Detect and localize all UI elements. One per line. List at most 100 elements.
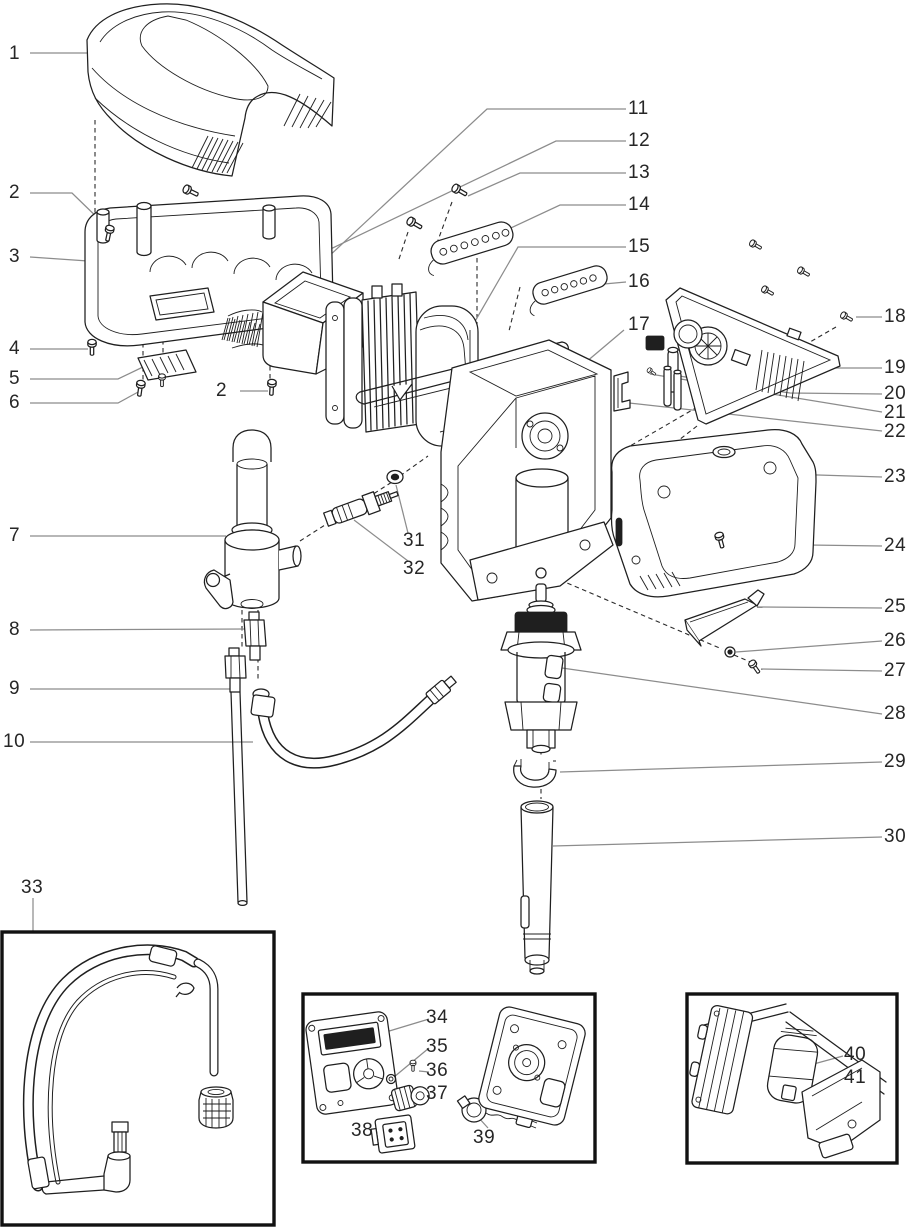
leader-28 xyxy=(561,667,883,715)
screw-loose-1 xyxy=(748,238,764,252)
cover-rail-part xyxy=(684,589,765,647)
callout-37: 37 xyxy=(426,1083,449,1104)
leader-6 xyxy=(30,390,141,404)
leader-22 xyxy=(628,402,883,432)
retaining-clip-part xyxy=(513,759,557,788)
leader-25 xyxy=(756,606,883,609)
leader-15 xyxy=(469,246,626,331)
callout-19: 19 xyxy=(884,357,906,378)
prime-valve-part xyxy=(203,429,302,610)
leader-36 xyxy=(418,1070,430,1073)
callout-27: 27 xyxy=(884,660,906,681)
callout-15: 15 xyxy=(628,236,651,257)
leader-30 xyxy=(552,836,883,847)
callout-2-duplicate: 2 xyxy=(216,380,228,401)
pump-block-part xyxy=(440,339,614,602)
callout-34: 34 xyxy=(426,1007,449,1028)
callout-36: 36 xyxy=(426,1060,449,1081)
callout-7: 7 xyxy=(9,525,21,546)
callout-14: 14 xyxy=(628,194,651,215)
callout-9: 9 xyxy=(9,678,21,699)
callout-21: 21 xyxy=(884,402,906,423)
callout-25: 25 xyxy=(884,596,906,617)
callout-20: 20 xyxy=(884,383,906,404)
leader-13 xyxy=(467,172,626,197)
callout-31: 31 xyxy=(403,530,426,551)
callout-8: 8 xyxy=(9,619,21,640)
callout-6: 6 xyxy=(9,392,21,413)
callout-13: 13 xyxy=(628,162,651,183)
leader-14 xyxy=(499,204,626,234)
leader-29 xyxy=(559,761,883,773)
callout-2: 2 xyxy=(9,182,21,203)
handle-grip-14 xyxy=(428,221,514,277)
leader-26 xyxy=(735,640,883,653)
leader-31 xyxy=(395,484,409,534)
inset-siphon-assembly xyxy=(0,930,276,1227)
leader-34 xyxy=(385,1018,430,1033)
screw-loose-2 xyxy=(796,265,812,279)
seal-part-31 xyxy=(386,469,404,485)
callout-32: 32 xyxy=(403,558,426,579)
screw-12 xyxy=(405,215,425,232)
leader-32 xyxy=(353,519,409,562)
callout-5: 5 xyxy=(9,368,21,389)
callout-40: 40 xyxy=(844,1044,867,1065)
leader-27 xyxy=(760,668,883,672)
motor-cover-part xyxy=(86,3,335,177)
callout-29: 29 xyxy=(884,751,906,772)
inset-pump-head-detail xyxy=(685,992,899,1165)
leader-12 xyxy=(244,140,626,291)
callout-30: 30 xyxy=(884,826,906,847)
screw-6 xyxy=(134,379,147,398)
callout-23: 23 xyxy=(884,466,906,487)
inset-control-panel xyxy=(301,992,597,1164)
vent-grille-part xyxy=(137,349,197,381)
callout-4: 4 xyxy=(9,338,21,359)
callout-35: 35 xyxy=(426,1036,449,1057)
screw-top xyxy=(181,183,201,200)
callout-39: 39 xyxy=(473,1127,496,1148)
chip-part xyxy=(645,335,665,351)
handle-grip-16 xyxy=(529,265,608,317)
pressure-hose-part xyxy=(250,675,457,769)
screw-21 xyxy=(645,366,658,377)
callout-26: 26 xyxy=(884,630,906,651)
callout-18: 18 xyxy=(884,306,906,327)
screw-4 xyxy=(87,338,97,356)
bracket-part xyxy=(613,371,631,412)
pump-section-part xyxy=(500,567,582,754)
leader-lines xyxy=(29,52,883,1132)
siphon-tube-part xyxy=(520,800,554,975)
control-board-assembly xyxy=(663,287,841,425)
callout-41: 41 xyxy=(844,1067,867,1088)
callout-28: 28 xyxy=(884,703,906,724)
screw-18 xyxy=(839,310,855,324)
return-tube xyxy=(230,691,248,907)
screw-13 xyxy=(450,182,470,199)
callout-22: 22 xyxy=(884,421,906,442)
callout-10: 10 xyxy=(3,731,26,752)
callout-11: 11 xyxy=(628,98,649,119)
screw-loose-3 xyxy=(760,284,776,298)
screw-2b xyxy=(266,378,277,397)
leader-8 xyxy=(29,628,248,631)
leader-3 xyxy=(29,256,89,262)
leader-16 xyxy=(603,281,627,285)
callout-16: 16 xyxy=(628,271,651,292)
callout-38: 38 xyxy=(351,1120,374,1141)
leader-11 xyxy=(311,108,626,273)
callout-12: 12 xyxy=(628,130,651,151)
callout-3: 3 xyxy=(9,246,21,267)
callout-17: 17 xyxy=(628,314,651,335)
nut-part-26 xyxy=(724,646,736,658)
fitting-part-8 xyxy=(243,611,267,661)
leader-5 xyxy=(30,365,146,380)
pressure-transducer-part xyxy=(323,491,399,527)
screw-grille xyxy=(158,373,166,388)
fitting-part-9 xyxy=(224,647,247,693)
callout-24: 24 xyxy=(884,535,906,556)
filter-cover-part xyxy=(610,428,817,598)
screw-27 xyxy=(746,658,763,676)
